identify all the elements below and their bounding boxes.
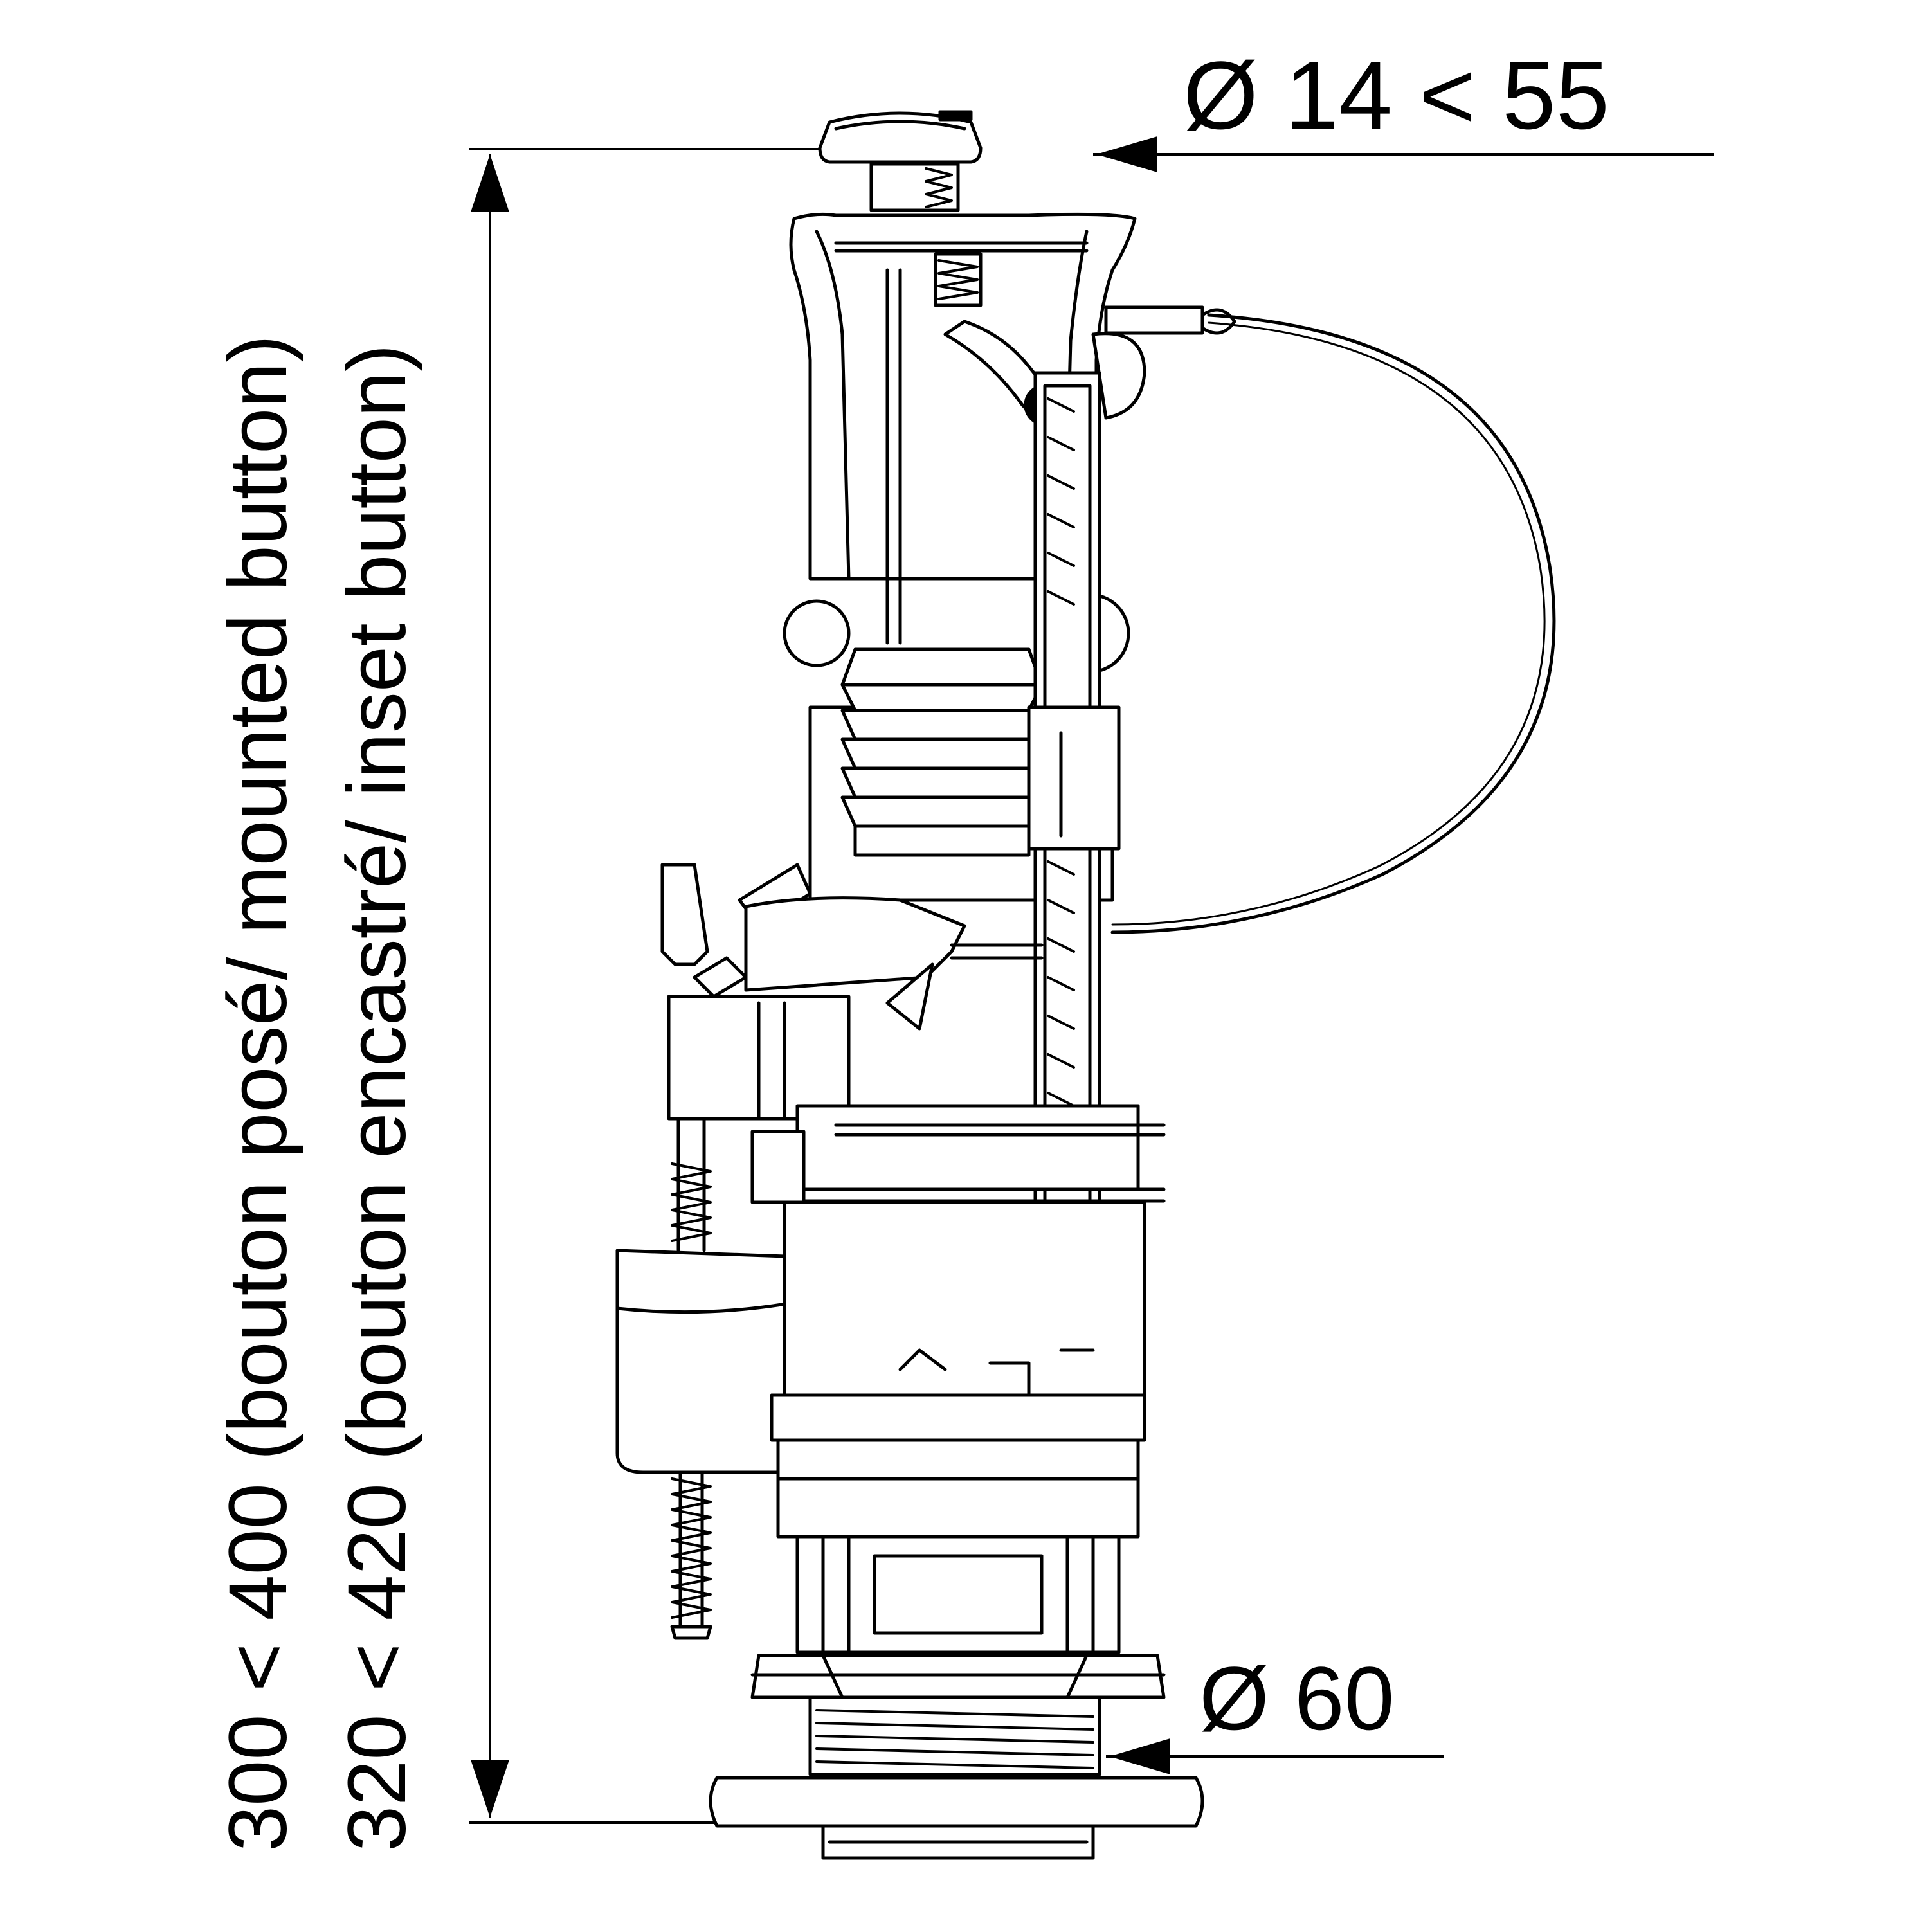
fill-lever <box>660 863 1044 1121</box>
valve-body <box>770 1200 1146 1539</box>
top-diameter-dimension <box>1093 136 1714 172</box>
height-label-mounted: 300 < 400 (bouton posé/ mounted button) <box>212 335 304 1852</box>
arrow-up-icon <box>471 154 509 212</box>
threaded-shank <box>808 1695 1101 1776</box>
left-knob <box>783 599 851 667</box>
base-diameter-dimension <box>1106 1738 1444 1774</box>
push-button <box>818 110 983 212</box>
cable <box>1110 313 1556 934</box>
base-seal <box>709 1776 1204 1860</box>
height-dimension <box>469 148 829 1824</box>
threaded-rod <box>670 1117 712 1640</box>
base-cage <box>795 1535 1121 1654</box>
base-nut <box>750 1654 1166 1699</box>
height-label-inset: 320 < 420 (bouton encastré/ inset button… <box>331 344 423 1852</box>
arrow-down-icon <box>471 1760 509 1818</box>
top-diameter-label: Ø 14 < 55 <box>1183 41 1609 149</box>
arrow-left-icon <box>1096 136 1157 172</box>
flush-valve-illustration <box>615 110 1556 1860</box>
base-diameter-label: Ø 60 <box>1199 1648 1395 1749</box>
arrow-left-icon <box>1109 1738 1170 1774</box>
valve-head <box>789 212 1236 645</box>
mid-platform <box>750 1104 1166 1204</box>
